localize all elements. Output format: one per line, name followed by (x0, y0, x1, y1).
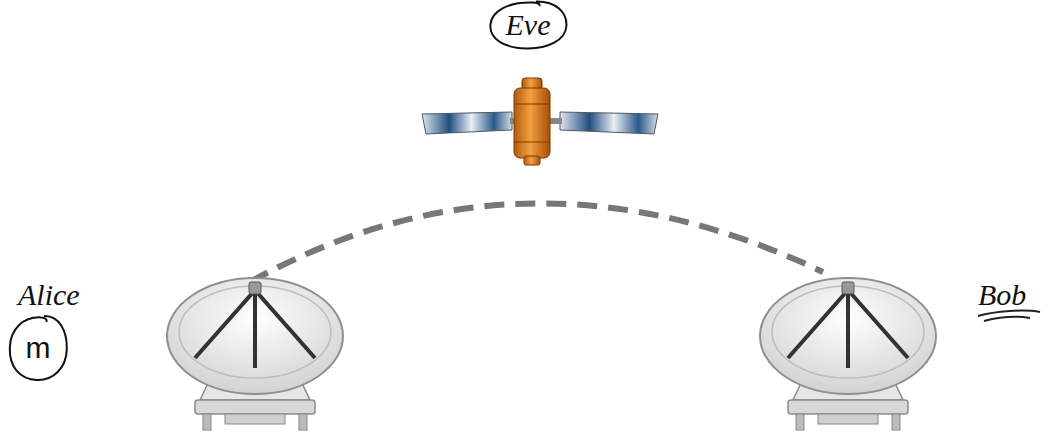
node-text: m (26, 331, 51, 365)
underline-scribble (978, 311, 1040, 321)
person-name: Alice (18, 278, 80, 312)
right-dish-antenna (760, 278, 936, 430)
radio-link (250, 203, 823, 282)
satellite (422, 78, 658, 165)
node-text: Eve (506, 8, 551, 42)
hand-drawn-circle: Eve (488, 0, 568, 50)
hand-drawn-circle: m (8, 314, 68, 382)
left-dish-antenna (167, 278, 343, 430)
person-name: Bob (978, 278, 1026, 312)
